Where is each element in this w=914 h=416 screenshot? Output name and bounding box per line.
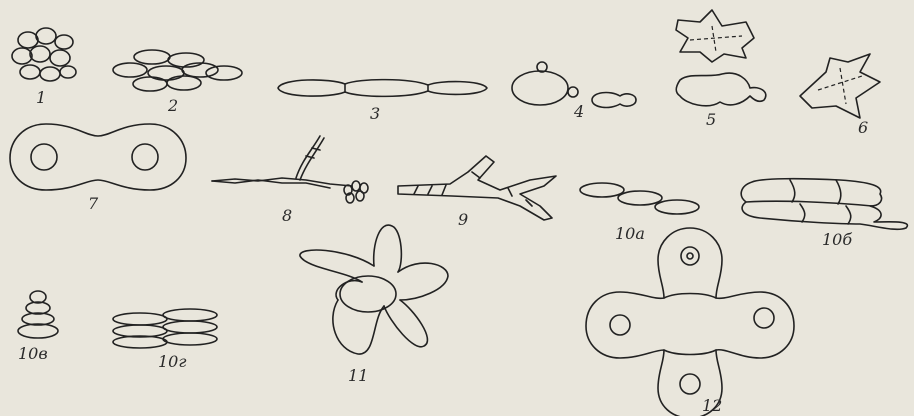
figure-7-ring-pair	[10, 124, 186, 190]
figure-7-label: 7	[88, 196, 98, 212]
figure-10b-slabs	[741, 179, 907, 230]
figure-10v-label: 10в	[18, 346, 48, 362]
figure-4-budding-cell	[512, 62, 636, 107]
figure-5-label: 5	[706, 112, 716, 128]
figure-4-label: 4	[574, 104, 584, 120]
figure-12-ring-cross	[586, 228, 794, 416]
figure-10g-label: 10г	[158, 354, 186, 370]
figure-12-label: 12	[702, 398, 722, 414]
figure-9-label: 9	[458, 212, 468, 228]
figure-9-branched-filament	[398, 156, 556, 220]
figure-5-irregular-cells	[676, 10, 766, 106]
figure-8-branching-chain	[212, 136, 368, 203]
figure-10a-label: 10a	[615, 226, 645, 242]
figure-6-crystal	[800, 54, 880, 118]
figure-11-label: 11	[348, 368, 368, 384]
figure-10b-label: 10б	[822, 232, 852, 248]
figure-3-chain	[278, 80, 487, 97]
figure-1-cluster	[12, 28, 76, 81]
figure-2-oval-cells	[113, 50, 242, 91]
figure-6-label: 6	[858, 120, 868, 136]
figure-2-label: 2	[168, 98, 178, 114]
figure-1-label: 1	[36, 90, 46, 106]
figure-11-lobed	[300, 225, 448, 354]
figure-10g-paired	[113, 309, 217, 348]
figure-10a-ovals	[580, 183, 699, 214]
figure-3-label: 3	[370, 106, 380, 122]
figure-8-label: 8	[282, 208, 292, 224]
figure-10v-stack	[18, 291, 58, 338]
